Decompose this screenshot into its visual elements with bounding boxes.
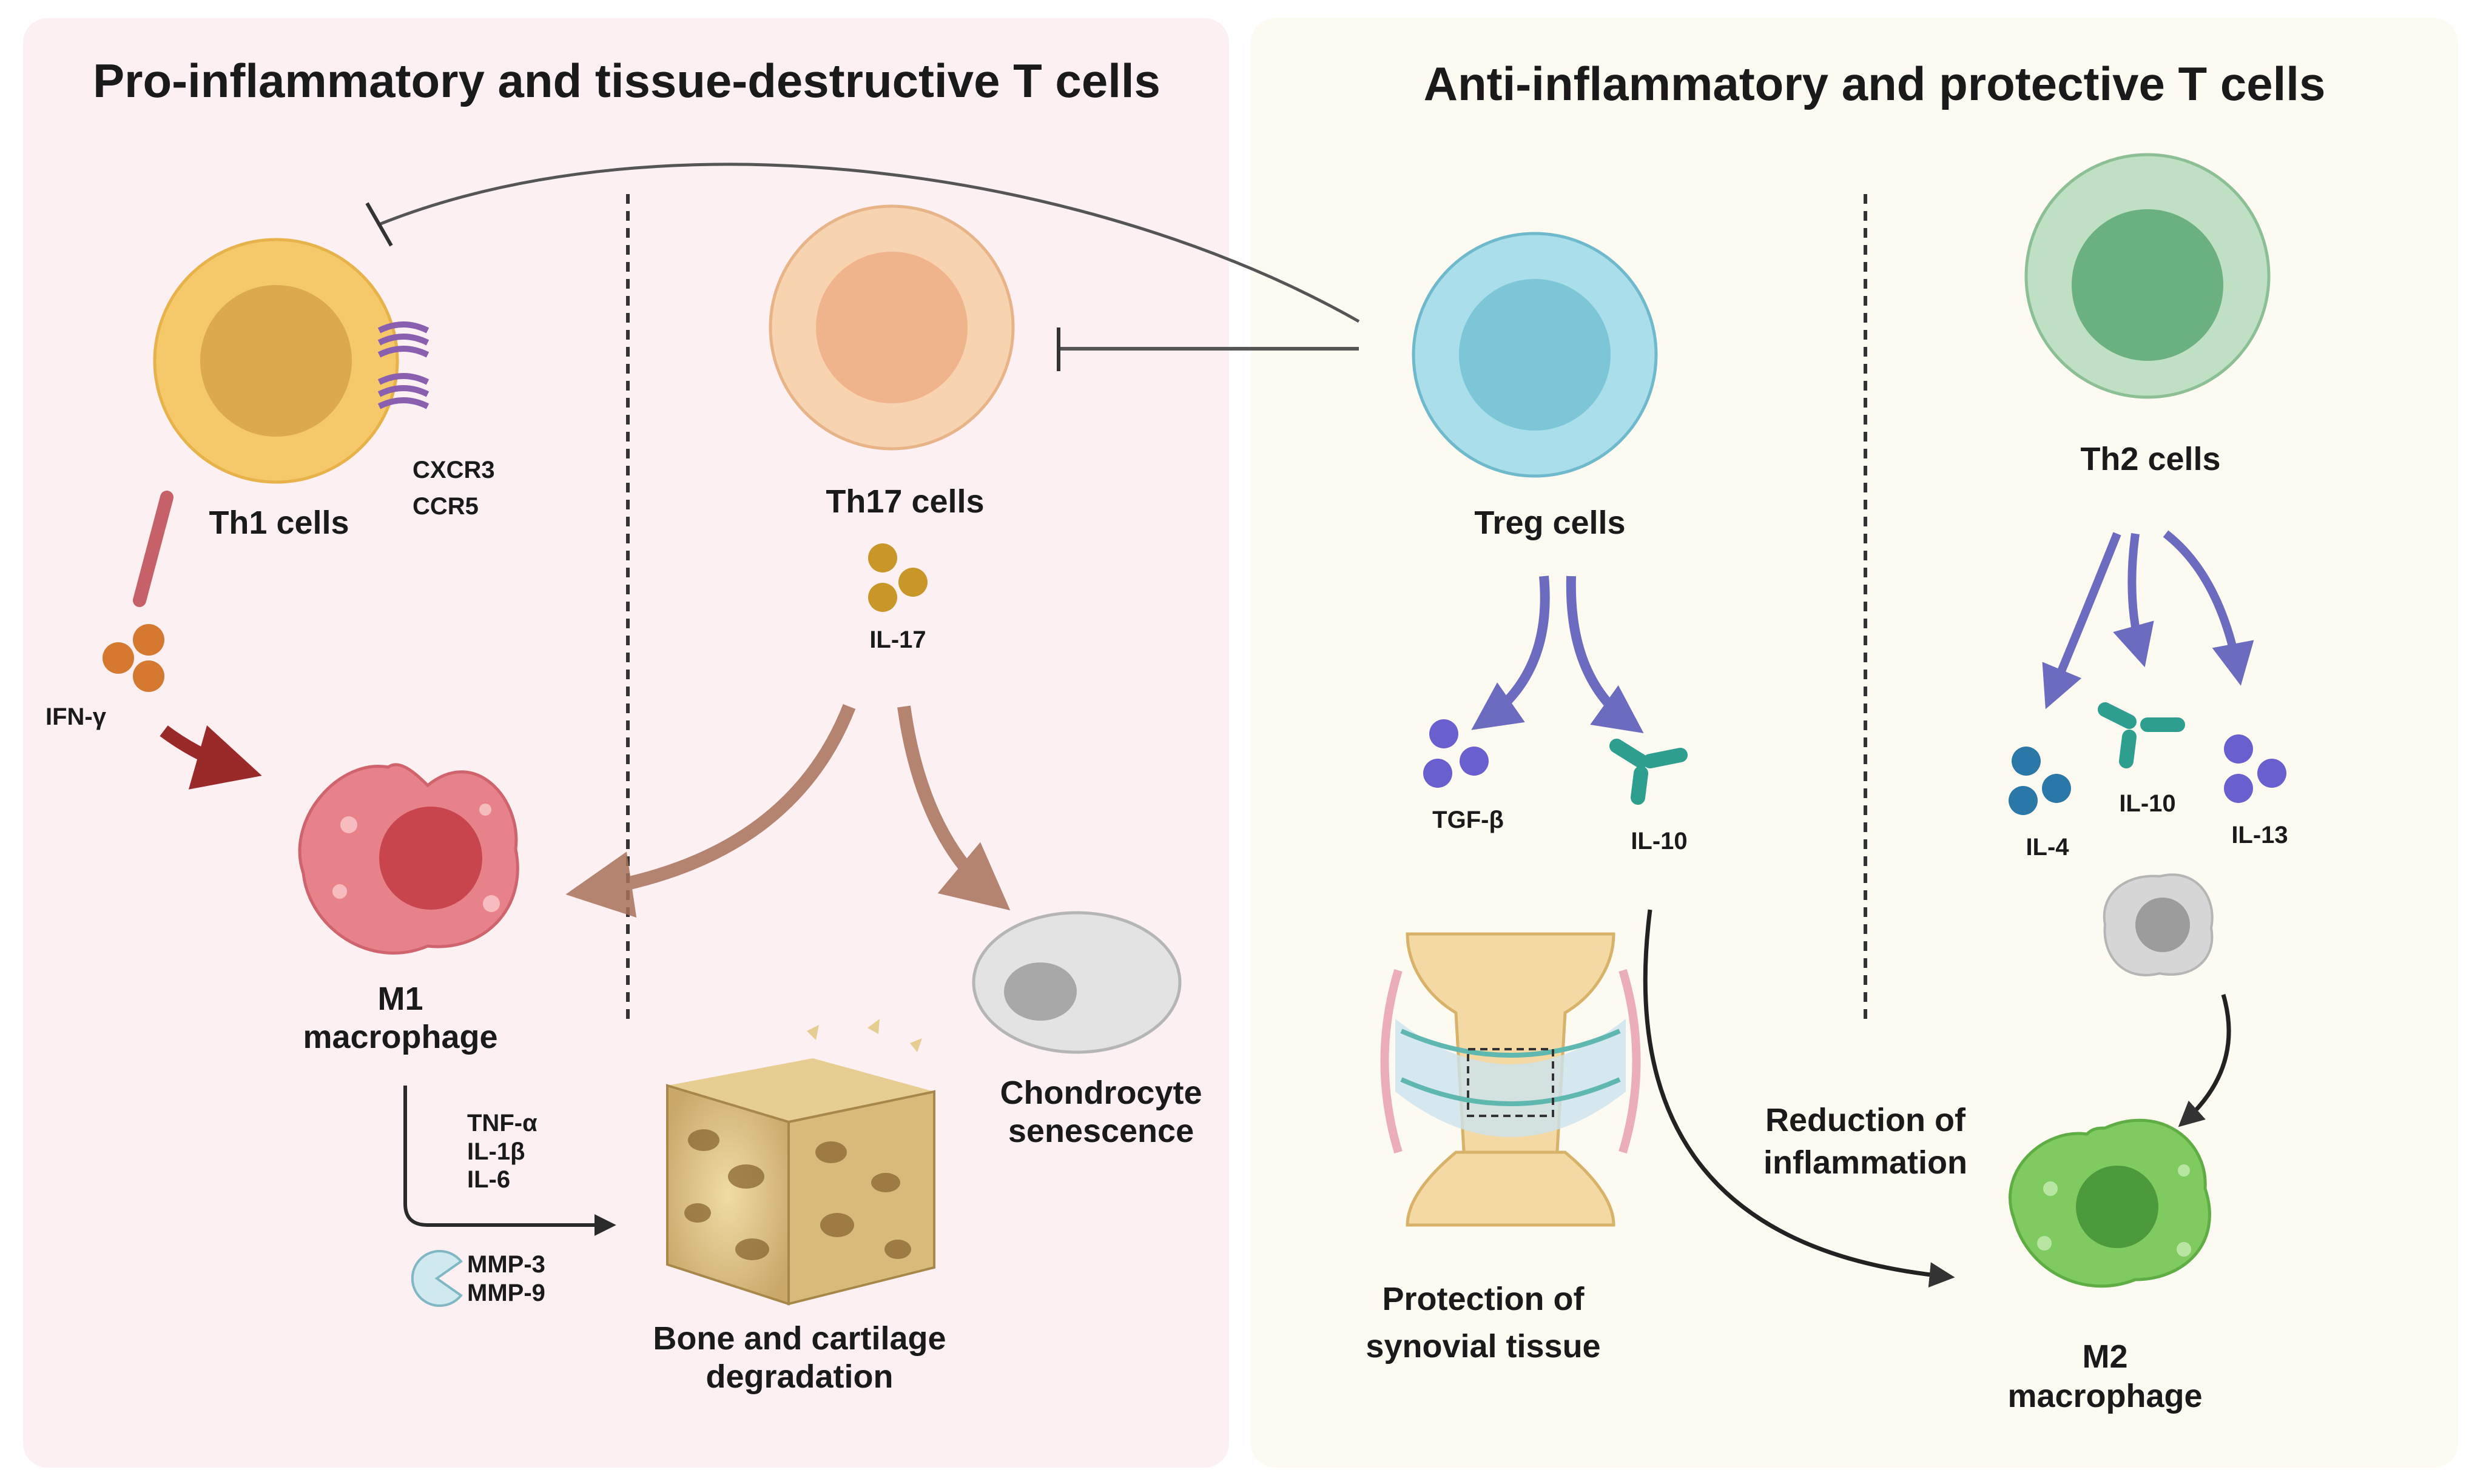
il10-th2-label: IL-10 bbox=[2119, 790, 2175, 817]
chondrocyte-label-line1: Chondrocyte bbox=[1000, 1075, 1202, 1111]
il10-to-m2-arrow bbox=[1643, 909, 1955, 1288]
right-panel-title: Anti-inflammatory and protective T cells bbox=[1424, 57, 2326, 110]
chondrocyte-label-line2: senescence bbox=[1008, 1113, 1194, 1149]
th17-label: Th17 cells bbox=[826, 483, 984, 520]
m1-macrophage-cell bbox=[298, 763, 519, 955]
receptor-icon bbox=[377, 321, 429, 409]
m1-label-line1: M1 bbox=[377, 981, 423, 1017]
m1-label-line2: macrophage bbox=[303, 1019, 497, 1055]
treg-to-il10-arrow bbox=[1566, 576, 1644, 733]
left-panel-title: Pro-inflammatory and tissue-destructive … bbox=[93, 54, 1160, 107]
treg-cell bbox=[1412, 232, 1658, 478]
th2-cell bbox=[2024, 153, 2271, 399]
il17-molecule-icon bbox=[868, 543, 928, 612]
monocyte-cell bbox=[2103, 873, 2214, 976]
il10-molecule-icon bbox=[1609, 739, 1688, 805]
il10-th2-molecule-icon bbox=[2098, 702, 2185, 768]
chondrocyte-cell bbox=[972, 911, 1182, 1054]
il17-to-chondrocyte-arrow bbox=[897, 705, 1011, 911]
il17-to-m1-arrow bbox=[565, 703, 856, 918]
mmp3-label: MMP-3 bbox=[467, 1251, 545, 1278]
cxcr3-label: CXCR3 bbox=[413, 457, 495, 483]
th2-label: Th2 cells bbox=[2080, 441, 2220, 477]
bone-cartilage-block bbox=[666, 1019, 935, 1306]
tgfb-label: TGF-β bbox=[1432, 807, 1504, 833]
m2-label-line1: M2 bbox=[2082, 1338, 2127, 1375]
th17-cell bbox=[769, 204, 1015, 451]
treg-inhibits-th1-line bbox=[379, 163, 1360, 323]
synovial-joint-icon bbox=[1380, 932, 1641, 1227]
ccr5-label: CCR5 bbox=[413, 493, 479, 520]
il4-label: IL-4 bbox=[2026, 834, 2069, 861]
th2-to-il13-arrow bbox=[2163, 530, 2254, 686]
m2-macrophage-cell bbox=[2009, 1118, 2211, 1288]
il13-molecule-icon bbox=[2224, 734, 2286, 803]
reduction-label-line1: Reduction of bbox=[1765, 1102, 1966, 1138]
mmp-enzyme-icon bbox=[411, 1250, 463, 1307]
bone-label-line2: degradation bbox=[706, 1358, 893, 1395]
il6-label: IL-6 bbox=[467, 1166, 510, 1193]
th1-label: Th1 cells bbox=[209, 505, 349, 541]
tgfb-molecule-icon bbox=[1423, 719, 1489, 788]
treg-label: Treg cells bbox=[1474, 505, 1625, 541]
th1-to-ifng-arrow bbox=[133, 491, 173, 607]
m1-to-bone-arrow bbox=[403, 1086, 616, 1236]
bone-label-line1: Bone and cartilage bbox=[653, 1320, 946, 1357]
il13-label: IL-13 bbox=[2231, 822, 2288, 848]
treg-inhibits-th1-bar bbox=[365, 202, 393, 247]
th2-to-il10-arrow bbox=[2113, 533, 2154, 668]
treg-to-tgfb-arrow bbox=[1471, 576, 1550, 730]
il10-treg-label: IL-10 bbox=[1631, 828, 1687, 854]
th2-to-il4-arrow bbox=[2042, 532, 2121, 710]
tnfa-label: TNF-α bbox=[467, 1110, 537, 1137]
synovial-label-line2: synovial tissue bbox=[1366, 1328, 1600, 1365]
il1b-label: IL-1β bbox=[467, 1138, 525, 1165]
ifng-molecule-icon bbox=[103, 624, 164, 692]
monocyte-to-m2-arrow bbox=[2178, 994, 2231, 1127]
il4-molecule-icon bbox=[2009, 747, 2071, 815]
mmp9-label: MMP-9 bbox=[467, 1280, 545, 1306]
ifng-label: IFN-γ bbox=[45, 703, 107, 730]
th1-cell bbox=[153, 238, 399, 484]
ifng-to-m1-arrow bbox=[160, 725, 262, 790]
reduction-label-line2: inflammation bbox=[1763, 1144, 1967, 1181]
right-panel bbox=[1251, 18, 2458, 1468]
m2-label-line2: macrophage bbox=[2007, 1378, 2202, 1414]
synovial-label-line1: Protection of bbox=[1383, 1281, 1585, 1317]
il17-label: IL-17 bbox=[869, 626, 926, 653]
